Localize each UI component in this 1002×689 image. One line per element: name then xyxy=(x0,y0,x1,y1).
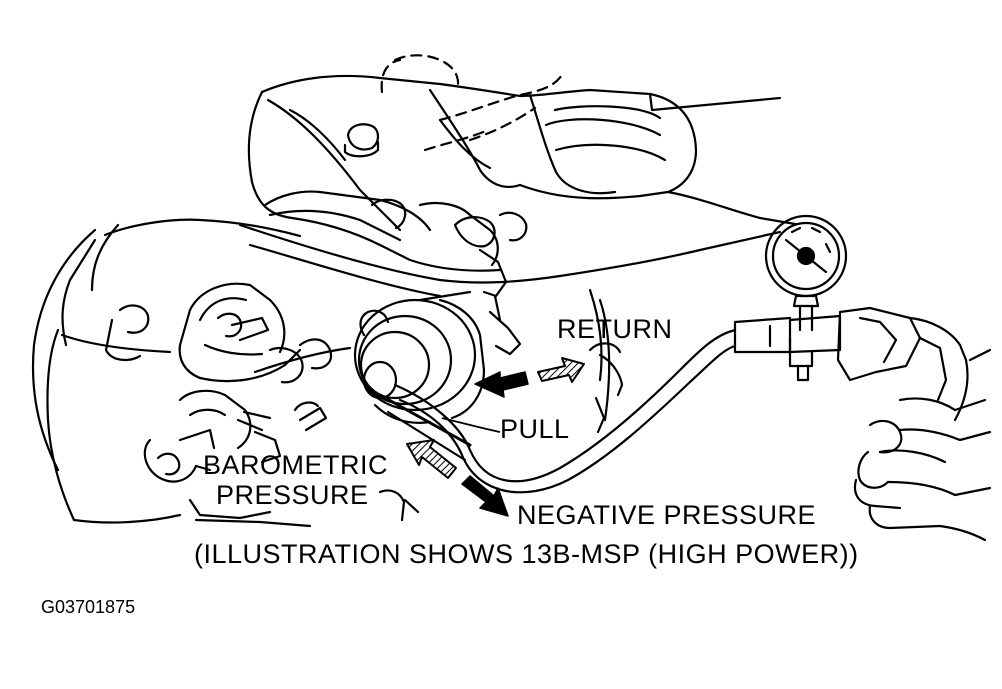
left-edge xyxy=(31,223,120,472)
barometric-arrow xyxy=(406,439,457,479)
return-arrow xyxy=(537,357,585,383)
negative-arrow xyxy=(461,475,509,517)
actuator xyxy=(353,290,486,462)
pull-arrow xyxy=(474,371,529,398)
left-mechanism xyxy=(104,282,420,528)
figure-code: G03701875 xyxy=(41,597,136,617)
engine-block xyxy=(247,54,797,272)
hand xyxy=(853,348,992,542)
hose xyxy=(393,328,737,494)
label-barometric-line2: PRESSURE xyxy=(216,480,369,510)
chassis-lines xyxy=(46,218,782,524)
bracket xyxy=(263,190,528,356)
leader-lines xyxy=(441,417,501,433)
label-pull: PULL xyxy=(500,414,570,444)
label-barometric-line1: BAROMETRIC xyxy=(203,450,389,480)
vacuum-gauge xyxy=(733,214,969,422)
label-negative-pressure: NEGATIVE PRESSURE xyxy=(517,500,817,530)
label-return: RETURN xyxy=(557,314,673,344)
figure-caption: (ILLUSTRATION SHOWS 13B-MSP (HIGH POWER)… xyxy=(194,539,859,569)
